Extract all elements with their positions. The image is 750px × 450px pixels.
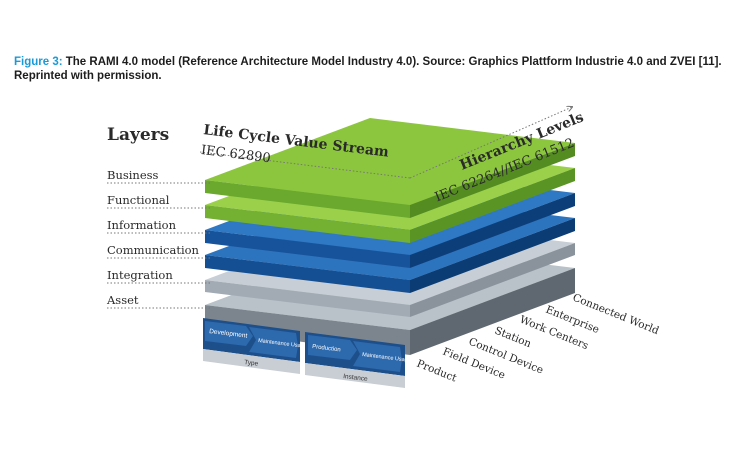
type-label: Type <box>244 359 259 368</box>
hierarchy-product: Product <box>415 358 459 385</box>
layer-slabs <box>205 118 575 355</box>
layers-title: Layers <box>107 125 169 145</box>
slab-business <box>205 118 575 218</box>
figure-caption: Figure 3: The RAMI 4.0 model (Reference … <box>14 55 734 83</box>
layer-label-business: Business <box>107 168 159 182</box>
layer-label-communication: Communication <box>107 243 200 257</box>
caption-text: The RAMI 4.0 model (Reference Architectu… <box>14 56 722 82</box>
instance-step-production: Production <box>312 344 341 353</box>
layer-label-information: Information <box>107 218 177 232</box>
type-block: Development Maintenance Usage Type <box>203 318 307 374</box>
type-step-maintenance: Maintenance Usage <box>258 338 307 350</box>
instance-step-maintenance: Maintenance Usage <box>362 352 411 364</box>
figure-label: Figure 3: <box>14 56 63 68</box>
type-step-development: Development <box>209 328 248 340</box>
layer-leaders <box>107 182 212 309</box>
life-cycle-standard: IEC 62890 <box>200 143 271 166</box>
instance-block: Production Maintenance Usage Instance <box>305 332 411 388</box>
layer-label-integration: Integration <box>107 268 173 282</box>
layer-label-functional: Functional <box>107 193 170 207</box>
layer-label-asset: Asset <box>106 293 139 307</box>
instance-label: Instance <box>343 373 369 383</box>
axis-lines <box>199 107 572 179</box>
